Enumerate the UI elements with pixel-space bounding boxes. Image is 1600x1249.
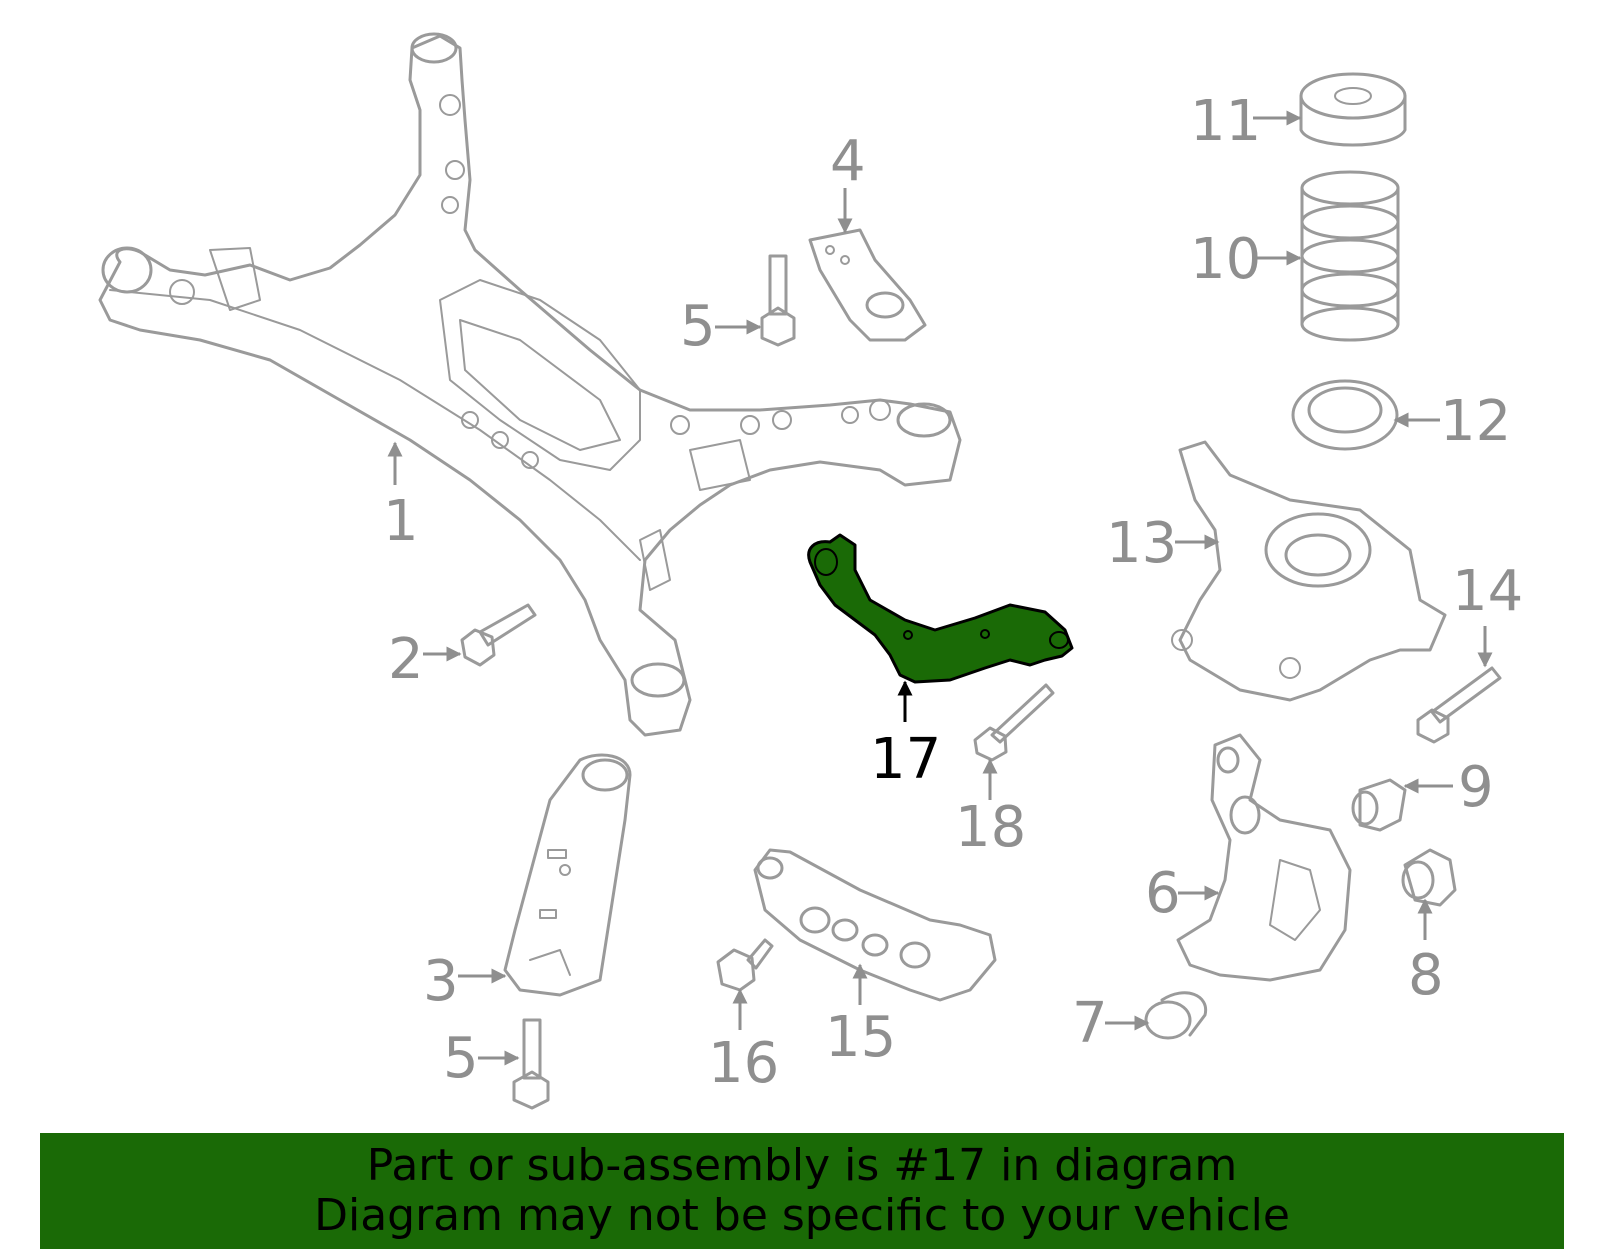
part-4-bracket: [808, 228, 927, 342]
callout-10: 10: [1190, 227, 1261, 292]
banner-line-1: Part or sub-assembly is #17 in diagram: [366, 1140, 1238, 1191]
part-9-bushing: [1351, 778, 1407, 832]
part-2-bolt: [460, 603, 537, 667]
banner-line-2: Diagram may not be specific to your vehi…: [314, 1190, 1290, 1241]
callout-16: 16: [708, 1031, 779, 1096]
part-10-coil-spring: [1300, 170, 1400, 342]
part-6-knuckle: [1176, 733, 1352, 982]
callout-7: 7: [1072, 991, 1108, 1056]
callout-2: 2: [388, 627, 424, 692]
part-17-upper-arm-highlighted: [807, 533, 1074, 684]
callout-4: 4: [830, 129, 866, 194]
callout-14: 14: [1452, 559, 1523, 624]
part-7-bushing: [1144, 991, 1208, 1040]
callout-1: 1: [383, 489, 419, 554]
callout-8: 8: [1408, 943, 1444, 1008]
part-16-bolt: [716, 938, 774, 992]
part-11-bump-stop: [1299, 72, 1407, 147]
notice-banner: Part or sub-assembly is #17 in diagram D…: [40, 1133, 1564, 1249]
callout-9: 9: [1458, 755, 1494, 820]
callout-3: 3: [423, 949, 459, 1014]
callout-15: 15: [825, 1005, 896, 1070]
callout-11: 11: [1190, 89, 1261, 154]
part-14-bolt: [1416, 666, 1502, 744]
part-1-crossmember: [98, 32, 962, 737]
part-5-bolt-upper: [760, 254, 796, 347]
banner-background: [40, 1133, 1564, 1249]
callout-18: 18: [955, 795, 1026, 860]
part-12-spring-seat: [1291, 379, 1399, 451]
part-5-bolt-lower: [512, 1018, 550, 1110]
callout-13: 13: [1106, 511, 1177, 576]
part-15-link: [753, 848, 997, 1002]
part-13-hub-carrier: [1171, 440, 1447, 702]
part-18-bolt: [973, 683, 1055, 762]
callout-12: 12: [1440, 389, 1511, 454]
callout-5-upper: 5: [680, 294, 716, 359]
callout-6: 6: [1145, 861, 1181, 926]
part-8-bushing: [1401, 848, 1457, 907]
part-3-lower-link: [503, 753, 632, 997]
callout-5-lower: 5: [443, 1026, 479, 1091]
callout-17: 17: [870, 727, 941, 792]
